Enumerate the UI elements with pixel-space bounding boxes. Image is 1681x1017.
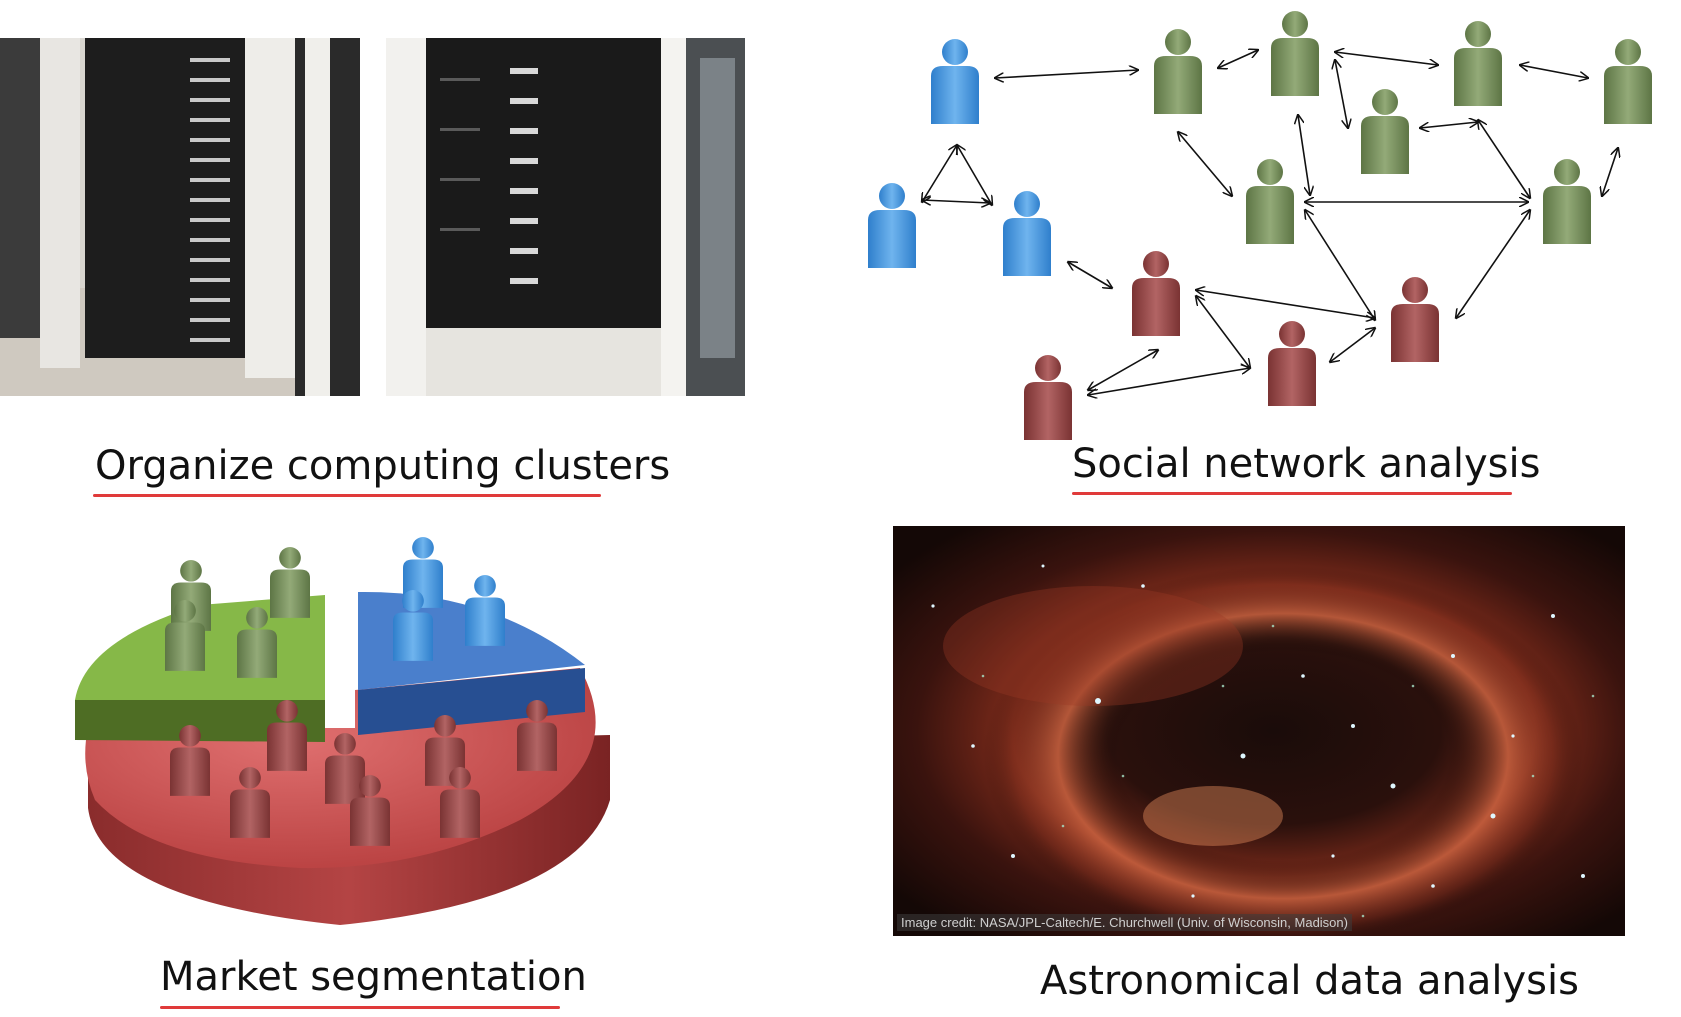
- server-racks-image: [0, 38, 745, 396]
- caption-astro: Astronomical data analysis: [1040, 958, 1579, 1004]
- server-rack-photo-right: [386, 38, 745, 396]
- underline-market: [160, 1006, 560, 1009]
- person-icon-group: [868, 11, 1652, 440]
- underline-clusters: [93, 494, 601, 497]
- social-network-diagram: [855, 0, 1675, 450]
- caption-clusters: Organize computing clusters: [95, 443, 671, 489]
- underline-social: [1072, 492, 1512, 495]
- caption-social: Social network analysis: [1072, 441, 1541, 487]
- server-rack-photo-left: [0, 38, 360, 396]
- caption-market: Market segmentation: [160, 954, 587, 1000]
- nebula-image: [893, 526, 1625, 936]
- market-pie-chart: [60, 520, 620, 950]
- image-credit: Image credit: NASA/JPL-Caltech/E. Church…: [897, 914, 1352, 931]
